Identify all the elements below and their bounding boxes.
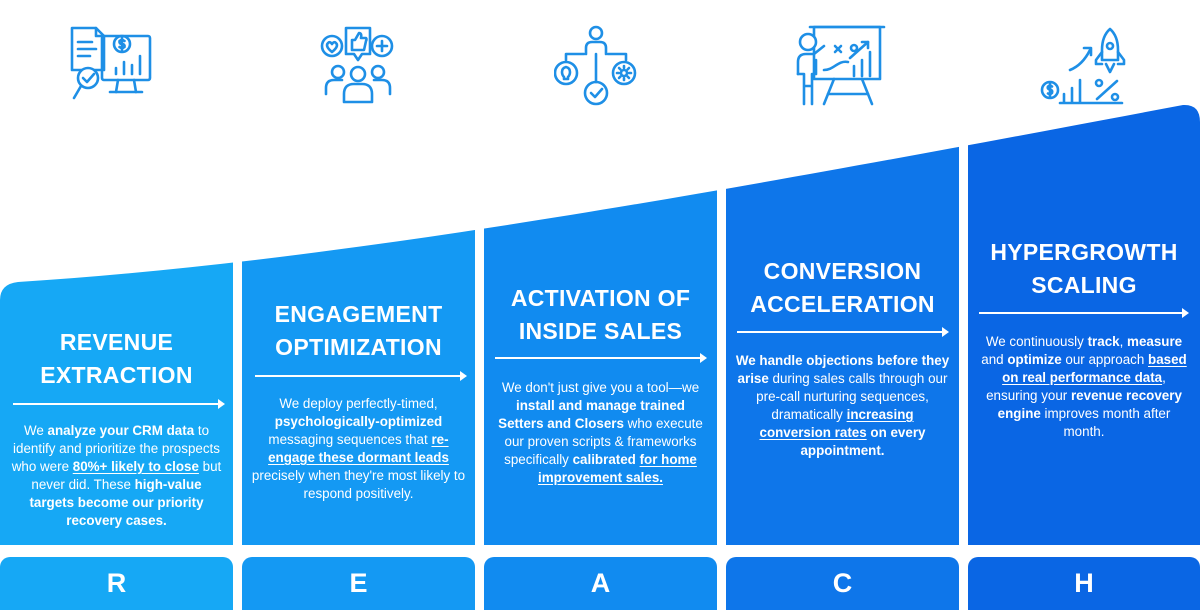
stage-title: ENGAGEMENT OPTIMIZATION (274, 301, 443, 360)
stage-description: We continuously track, measure and optim… (976, 333, 1192, 441)
arrow-right-icon (13, 399, 225, 409)
letter-tab-r: R (0, 557, 233, 610)
stage-description: We handle objections before they arise d… (734, 352, 951, 460)
letter-tab-c: C (726, 557, 959, 610)
emphasis-link-text: based on real performance data (1002, 352, 1187, 385)
arrow-right-icon (255, 371, 467, 381)
stage-title: ACTIVATION OF INSIDE SALES (510, 285, 691, 344)
arrow-right-icon (737, 327, 949, 337)
stage-hypergrowth-scaling: HYPERGROWTH SCALING We continuously trac… (968, 0, 1200, 545)
stage-revenue-extraction: REVENUE EXTRACTION We analyze your CRM d… (0, 0, 233, 545)
stage-description: We deploy perfectly-timed, psychological… (250, 395, 467, 503)
stage-description: We analyze your CRM data to identify and… (8, 422, 225, 530)
presentation-strategy-icon (794, 24, 890, 108)
letter-tab-h: H (968, 557, 1200, 610)
text: and (981, 352, 1008, 367)
emphasis-link-text: 80%+ likely to close (72, 459, 199, 474)
text: We continuously (985, 334, 1088, 349)
text: to identify and prioritize the prospects… (11, 423, 220, 474)
bold-text: We handle objections before they arise (735, 353, 950, 386)
text: our approach (1061, 352, 1149, 367)
text: during sales calls through our pre-call … (756, 371, 948, 422)
text: improves month after month. (1040, 406, 1171, 439)
stage-description: We don't just give you a tool—we install… (492, 379, 709, 487)
bold-text: psychologically-optimized (274, 414, 443, 429)
audience-engagement-icon (318, 24, 398, 106)
bold-text: on every appointment. (800, 425, 926, 458)
emphasis-link-text: for home improvement sales. (537, 452, 697, 485)
stage-title: CONVERSION ACCELERATION (750, 258, 935, 317)
text: precisely when they're most likely to re… (251, 468, 466, 501)
sales-team-workflow-icon (554, 24, 638, 108)
stage-column-5 (968, 104, 1200, 545)
text: We (23, 423, 48, 438)
rocket-growth-icon (1040, 26, 1126, 108)
letter-tab-a: A (484, 557, 717, 610)
bold-text: revenue recovery engine (997, 388, 1182, 421)
bold-text: optimize (1007, 352, 1062, 367)
text: We deploy perfectly-timed, (279, 396, 438, 411)
letter-tab-e: E (242, 557, 475, 610)
text: but never did. These (31, 459, 222, 492)
emphasis-link-text: re-engage these dormant leads (268, 432, 449, 465)
text: who execute our proven scripts & framewo… (504, 416, 703, 467)
bold-text: install and manage trained Setters and C… (498, 398, 685, 431)
bold-text: analyze your CRM data (47, 423, 195, 438)
stage-engagement-optimization: ENGAGEMENT OPTIMIZATION We deploy perfec… (242, 0, 475, 545)
text: , ensuring your (986, 370, 1166, 403)
arrow-right-icon (495, 353, 707, 363)
text: , (1119, 334, 1128, 349)
text: We don't just give you a tool—we (501, 380, 700, 395)
crm-analytics-icon (66, 22, 156, 108)
stage-title: HYPERGROWTH SCALING (990, 239, 1178, 298)
stage-title: REVENUE EXTRACTION (40, 329, 193, 388)
stage-activation-inside-sales: ACTIVATION OF INSIDE SALES We don't just… (484, 0, 717, 545)
bold-text: measure (1127, 334, 1183, 349)
emphasis-link-text: increasing conversion rates (759, 407, 914, 440)
bold-text: track (1087, 334, 1120, 349)
text: messaging sequences that (268, 432, 432, 447)
bold-text: calibrated (572, 452, 640, 467)
stage-conversion-acceleration: CONVERSION ACCELERATION We handle object… (726, 0, 959, 545)
arrow-right-icon (979, 308, 1189, 318)
bold-text: high-value targets become our priority r… (29, 477, 204, 528)
